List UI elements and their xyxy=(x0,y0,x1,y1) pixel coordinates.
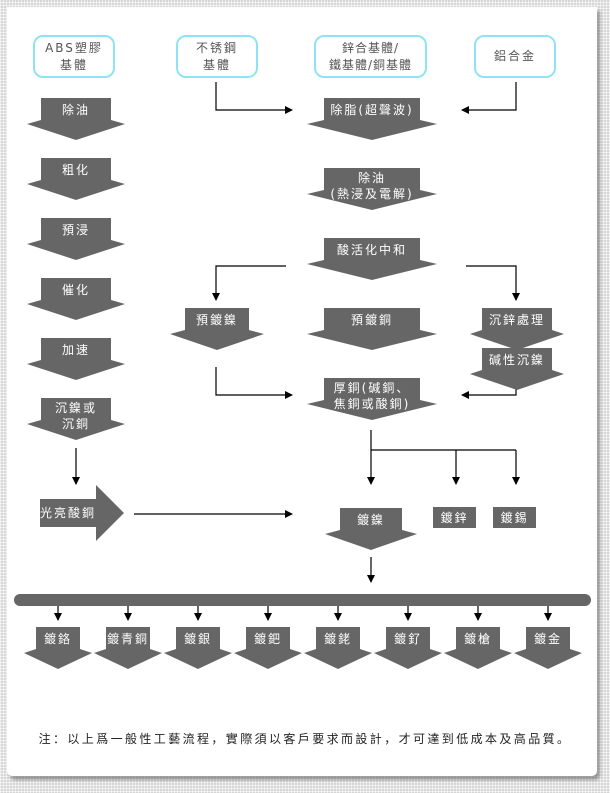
step-label: 沉鎳或 沉銅 xyxy=(54,401,97,431)
connector-stainless-to-degrease xyxy=(215,82,293,114)
source-aluminum-alloy: 鋁合金 xyxy=(474,35,556,78)
source-zinc-iron-copper: 鋅合基體/ 鐵基體/銅基體 xyxy=(314,35,427,78)
step-label: 除油 (熱浸及電解) xyxy=(330,171,414,201)
step-finish-0: 鍍鉻 xyxy=(24,627,92,669)
down-arrow-shape xyxy=(307,308,437,350)
step-label: 鍍鎳 xyxy=(356,513,385,527)
step-label: 鍍槍 xyxy=(463,632,492,646)
step-label: 鍍鉻 xyxy=(43,632,72,646)
step-label: 加速 xyxy=(61,343,90,357)
step-label: 預鍍銅 xyxy=(350,313,393,327)
step-label: 鍍青銅 xyxy=(106,632,149,646)
down-arrow-shape xyxy=(27,398,125,440)
step-label: 催化 xyxy=(61,283,90,297)
step-bright-acid-copper: 光亮酸銅 xyxy=(34,485,124,541)
step-label: 鍍銀 xyxy=(183,632,212,646)
step-alkaline-nickel: 碱性沉鎳 xyxy=(470,348,564,390)
step-label: 鍍鈀 xyxy=(253,632,282,646)
step-pre-nickel: 預鍍鎳 xyxy=(170,308,264,350)
down-arrow-shape xyxy=(304,627,372,669)
down-arrow-shape xyxy=(94,627,162,669)
process-note: 注：以上爲一般性工藝流程，實際須以客戶要求而設計，才可達到低成本及高品質。 xyxy=(38,732,572,746)
down-arrow-shape xyxy=(514,627,582,669)
step-finish-2: 鍍銀 xyxy=(164,627,232,669)
source-abs-plastic: ABS塑膠 基體 xyxy=(33,35,115,78)
step-label: 鍍銠 xyxy=(323,632,352,646)
down-arrow-shape xyxy=(234,627,302,669)
step-finish-7: 鍍金 xyxy=(514,627,582,669)
step-abs-5: 沉鎳或 沉銅 xyxy=(27,398,125,440)
step-acid-activate: 酸活化中和 xyxy=(307,238,437,280)
down-arrow-shape xyxy=(27,158,125,200)
down-arrow-shape xyxy=(325,508,417,550)
connector-activate-to-zinc-immersion xyxy=(466,265,520,301)
down-arrow-shape xyxy=(27,278,125,320)
step-label: 鍍釕 xyxy=(393,632,422,646)
step-finish-1: 鍍青銅 xyxy=(94,627,162,669)
down-arrow-shape xyxy=(307,98,437,140)
step-label: 預浸 xyxy=(61,223,90,237)
down-arrow-shape xyxy=(307,378,437,420)
step-abs-0: 除油 xyxy=(27,98,125,140)
step-label: 鍍金 xyxy=(533,632,562,646)
connector-pre-nickel-to-thick-copper xyxy=(215,367,293,399)
step-finish-6: 鍍槍 xyxy=(444,627,512,669)
down-arrow-shape xyxy=(24,627,92,669)
down-arrow-shape xyxy=(470,348,564,390)
step-abs-2: 預浸 xyxy=(27,218,125,260)
down-arrow-shape xyxy=(444,627,512,669)
step-finish-5: 鍍釕 xyxy=(374,627,442,669)
down-arrow-shape xyxy=(307,238,437,280)
down-arrow-shape xyxy=(307,168,437,210)
source-stainless-steel: 不锈鋼 基體 xyxy=(176,35,258,78)
connector-activate-to-pre-nickel xyxy=(212,265,286,301)
step-label: 除脂(超聲波) xyxy=(330,103,414,117)
down-arrow-shape xyxy=(27,98,125,140)
down-arrow-shape xyxy=(27,338,125,380)
connector-aluminum-to-degrease xyxy=(461,82,517,114)
step-label: 除油 xyxy=(61,103,90,117)
step-label: 碱性沉鎳 xyxy=(488,353,545,367)
down-arrow-shape xyxy=(470,308,564,350)
down-arrow-shape xyxy=(374,627,442,669)
connector-alkaline-nickel-to-thick-copper xyxy=(461,388,517,399)
step-abs-4: 加速 xyxy=(27,338,125,380)
down-arrow-shape xyxy=(27,218,125,260)
step-label: 預鍍鎳 xyxy=(195,313,238,327)
step-thick-copper: 厚銅(碱銅、 焦銅或酸銅) xyxy=(307,378,437,420)
step-label: 粗化 xyxy=(61,163,90,177)
step-abs-1: 粗化 xyxy=(27,158,125,200)
step-zinc-plating: 鍍鋅 xyxy=(433,507,476,528)
step-nickel-plating: 鍍鎳 xyxy=(325,508,417,550)
step-degrease: 除油 (熱浸及電解) xyxy=(307,168,437,210)
step-label: 沉鋅處理 xyxy=(488,313,545,327)
step-label: 酸活化中和 xyxy=(336,243,407,257)
finishing-bus-bar xyxy=(14,594,591,606)
right-arrow-shape xyxy=(40,485,124,541)
step-tin-plating: 鍍錫 xyxy=(493,507,536,528)
down-arrow-shape xyxy=(170,308,264,350)
step-finish-3: 鍍鈀 xyxy=(234,627,302,669)
step-finish-4: 鍍銠 xyxy=(304,627,372,669)
step-zinc-immersion: 沉鋅處理 xyxy=(470,308,564,350)
step-pre-copper: 預鍍銅 xyxy=(307,308,437,350)
step-label: 光亮酸銅 xyxy=(40,506,97,520)
step-ultrasonic-degrease: 除脂(超聲波) xyxy=(307,98,437,140)
down-arrow-shape xyxy=(164,627,232,669)
step-abs-3: 催化 xyxy=(27,278,125,320)
step-label: 厚銅(碱銅、 焦銅或酸銅) xyxy=(333,381,411,411)
